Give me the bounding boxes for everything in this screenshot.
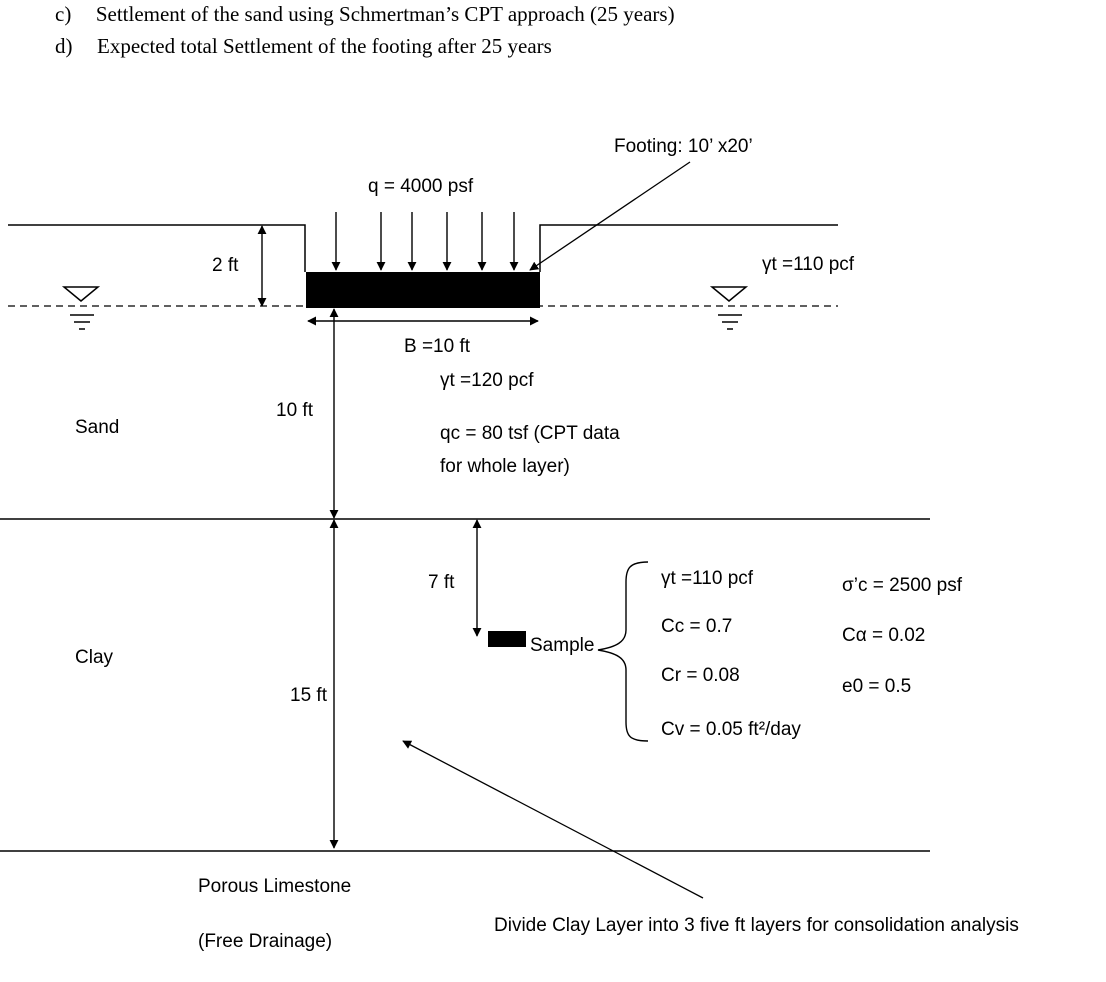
- clay-cv-label: Cv = 0.05 ft²/day: [661, 719, 801, 740]
- clay-cc-label: Cc = 0.7: [661, 616, 732, 637]
- footing-leader-arrow: [529, 161, 691, 271]
- sample-block: [488, 631, 524, 647]
- note-leader-arrow: [402, 740, 704, 899]
- width-label: B =10 ft: [404, 336, 471, 357]
- load-label: q = 4000 psf: [368, 176, 474, 197]
- question-c: c) Settlement of the sand using Schmertm…: [55, 2, 675, 27]
- question-d-label: d): [55, 34, 73, 58]
- clay-unit-weight-label: γt =110 pcf: [661, 568, 754, 589]
- clay-preconsolidation-label: σ’c = 2500 psf: [842, 575, 963, 596]
- cpt-label-line2: for whole layer): [440, 456, 570, 477]
- sample-box: [524, 631, 526, 647]
- question-c-text: Settlement of the sand using Schmertman’…: [95, 2, 675, 26]
- footing-label: Footing: 10’ x20’: [614, 136, 753, 157]
- clay-thickness-label: 15 ft: [290, 685, 328, 706]
- clay-calpha-label: Cα = 0.02: [842, 625, 925, 646]
- embedment-label: 2 ft: [212, 255, 239, 276]
- limestone-label-line2: (Free Drainage): [198, 931, 332, 952]
- water-table-icon: [61, 286, 101, 330]
- ground-surface-line-right: [539, 224, 838, 272]
- sample-label: Sample: [530, 635, 594, 656]
- sand-layer-label: Sand: [75, 417, 119, 438]
- ground-surface-line: [8, 224, 306, 272]
- cpt-label-line1: qc = 80 tsf (CPT data: [440, 423, 620, 444]
- upper-unit-weight-label: γt =110 pcf: [762, 254, 855, 275]
- sand-unit-weight-label: γt =120 pcf: [440, 370, 534, 391]
- properties-brace: [597, 561, 649, 742]
- load-arrows: [331, 212, 519, 271]
- clay-division-note: Divide Clay Layer into 3 five ft layers …: [494, 915, 1019, 936]
- footing-block: [306, 272, 540, 308]
- question-d: d) Expected total Settlement of the foot…: [55, 34, 552, 59]
- limestone-label-line1: Porous Limestone: [198, 876, 351, 897]
- question-c-label: c): [55, 2, 72, 26]
- clay-e0-label: e0 = 0.5: [842, 676, 911, 697]
- question-d-text: Expected total Settlement of the footing…: [97, 34, 552, 58]
- water-table-icon: [709, 286, 749, 330]
- clay-label: Clay: [75, 647, 114, 668]
- sample-depth-label: 7 ft: [428, 572, 455, 593]
- clay-cr-label: Cr = 0.08: [661, 665, 740, 686]
- sand-thickness-label: 10 ft: [276, 400, 314, 421]
